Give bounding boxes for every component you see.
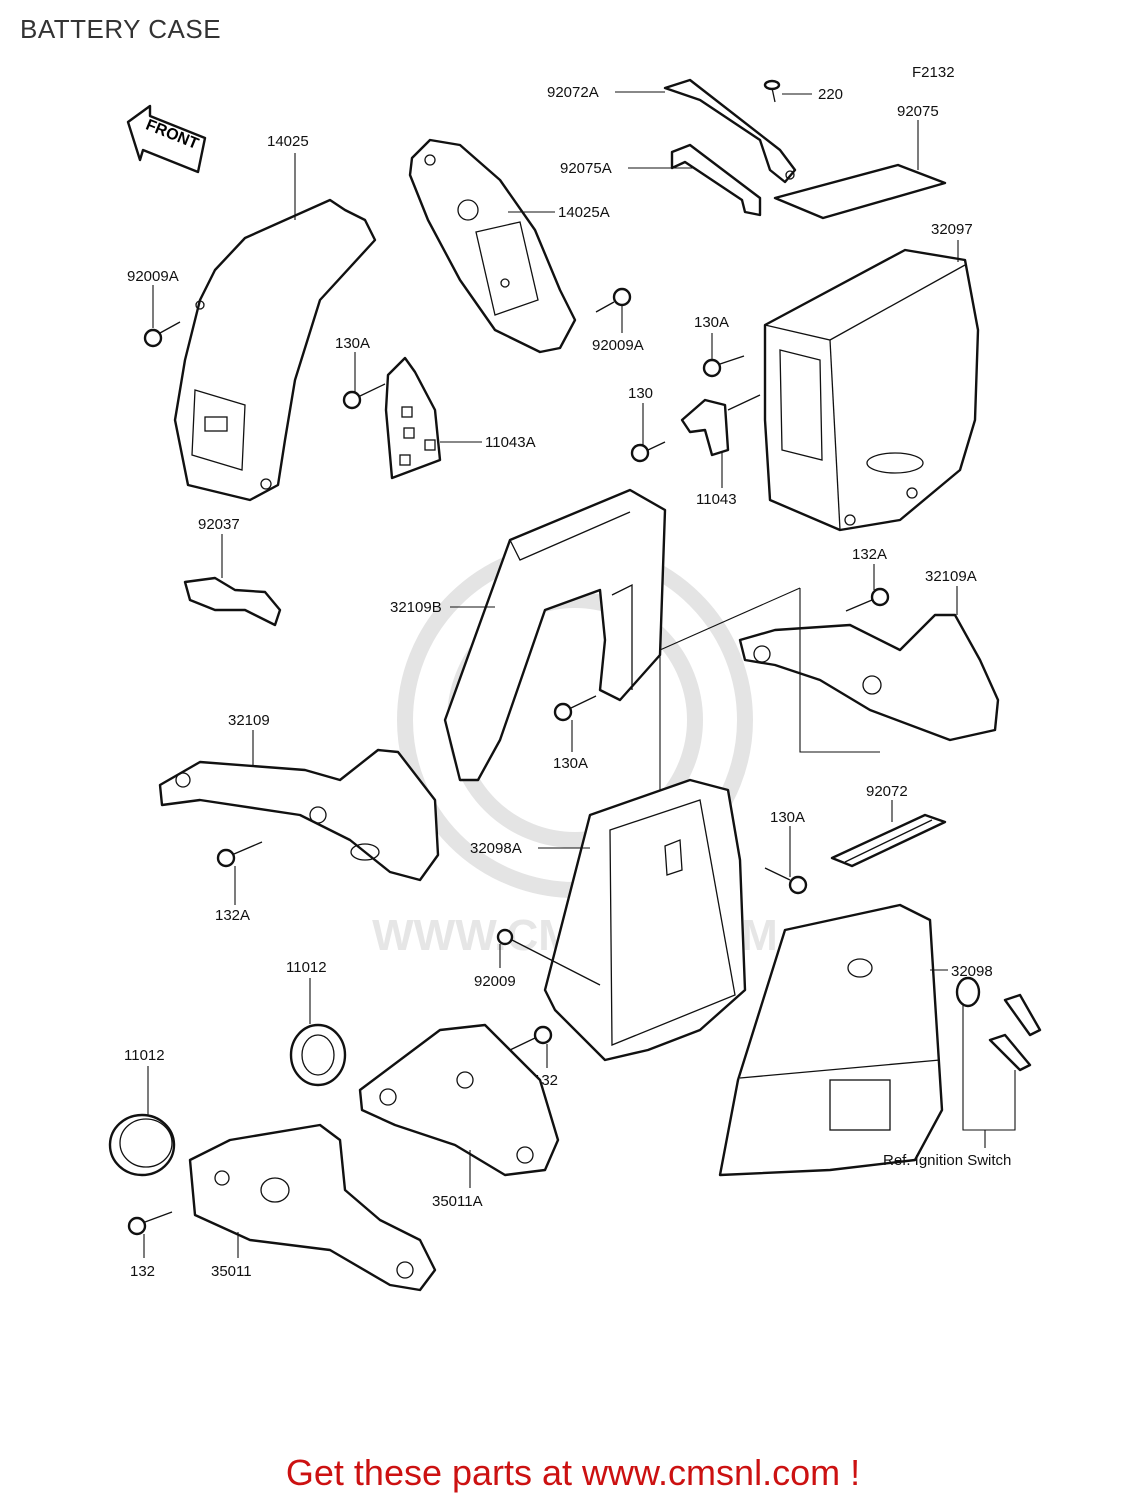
callout-130A-mid[interactable]: 130A [335, 335, 370, 352]
part-32109[interactable] [158, 748, 440, 882]
part-35011[interactable] [188, 1123, 437, 1292]
part-32098A[interactable] [543, 778, 747, 1062]
part-11012-upper[interactable] [289, 1023, 347, 1087]
callout-32097[interactable]: 32097 [931, 221, 973, 238]
callout-92009[interactable]: 92009 [474, 973, 516, 990]
part-32109B[interactable] [443, 488, 667, 782]
callout-32098[interactable]: 32098 [951, 963, 993, 980]
callout-11012-upper[interactable]: 11012 [286, 959, 327, 976]
callout-35011[interactable]: 35011 [211, 1263, 252, 1280]
page-title: BATTERY CASE [20, 14, 222, 44]
callout-32109[interactable]: 32109 [228, 712, 270, 729]
part-92072[interactable] [830, 813, 947, 868]
part-130[interactable] [630, 441, 666, 463]
callout-132-lower[interactable]: 132 [130, 1263, 155, 1280]
part-92075[interactable] [773, 163, 947, 220]
part-92009A-right[interactable] [595, 287, 632, 313]
part-130A-upper[interactable] [702, 355, 745, 378]
part-92072A[interactable] [663, 78, 797, 184]
part-35011A[interactable] [358, 1023, 560, 1177]
front-arrow-icon: FRONT [126, 104, 207, 174]
part-92037[interactable] [183, 576, 282, 627]
callout-14025A[interactable]: 14025A [558, 204, 610, 221]
callout-92075A[interactable]: 92075A [560, 160, 612, 177]
part-32097[interactable] [763, 248, 980, 532]
part-132A-lower[interactable] [216, 841, 263, 868]
part-14025A[interactable] [408, 138, 577, 354]
part-132-mid[interactable] [509, 1025, 553, 1051]
callout-11043[interactable]: 11043 [696, 491, 737, 508]
callout-130A-lower[interactable]: 130A [553, 755, 588, 772]
ref-ignition-switch[interactable]: Ref. Ignition Switch [883, 1152, 1011, 1169]
part-130A-right[interactable] [764, 867, 808, 895]
callout-92072A[interactable]: 92072A [547, 84, 599, 101]
callout-130[interactable]: 130 [628, 385, 653, 402]
part-32098[interactable] [718, 903, 944, 1177]
part-92009[interactable] [496, 928, 601, 986]
part-130A-lower[interactable] [553, 695, 597, 722]
part-132A-upper[interactable] [845, 587, 890, 612]
part-92075A[interactable] [670, 143, 762, 217]
part-132-lower[interactable] [127, 1211, 173, 1236]
part-32109A[interactable] [738, 613, 1000, 742]
part-130A-mid[interactable] [342, 383, 386, 410]
callout-92075[interactable]: 92075 [897, 103, 939, 120]
exploded-parts-diagram: WWW.CMSNL.COM F2132 FRONT 92072A 220 920… [108, 64, 1042, 1292]
callout-11043A[interactable]: 11043A [485, 434, 536, 451]
callout-14025[interactable]: 14025 [267, 133, 309, 150]
callout-32109A[interactable]: 32109A [925, 568, 977, 585]
part-11012-lower[interactable] [108, 1113, 176, 1177]
callout-220[interactable]: 220 [818, 86, 843, 103]
callout-92037[interactable]: 92037 [198, 516, 240, 533]
part-14025[interactable] [173, 198, 377, 502]
callout-130A-right[interactable]: 130A [770, 809, 805, 826]
callout-11012-lower[interactable]: 11012 [124, 1047, 165, 1064]
footer-promo-link[interactable]: Get these parts at www.cmsnl.com ! [285, 1452, 861, 1493]
callout-92009A-right[interactable]: 92009A [592, 337, 644, 354]
callout-130A-upper[interactable]: 130A [694, 314, 729, 331]
callout-132A-upper[interactable]: 132A [852, 546, 887, 563]
part-11043A[interactable] [384, 356, 442, 480]
callout-35011A[interactable]: 35011A [432, 1193, 483, 1210]
figure-code: F2132 [912, 64, 955, 81]
callout-92072[interactable]: 92072 [866, 783, 908, 800]
part-11043[interactable] [680, 398, 730, 457]
part-220[interactable] [763, 79, 781, 103]
callout-32109B[interactable]: 32109B [390, 599, 442, 616]
part-92009A-left[interactable] [143, 321, 181, 348]
callout-132A-lower[interactable]: 132A [215, 907, 250, 924]
callout-32098A[interactable]: 32098A [470, 840, 522, 857]
ignition-lock-icon [955, 976, 1042, 1072]
callout-92009A-left[interactable]: 92009A [127, 268, 179, 285]
